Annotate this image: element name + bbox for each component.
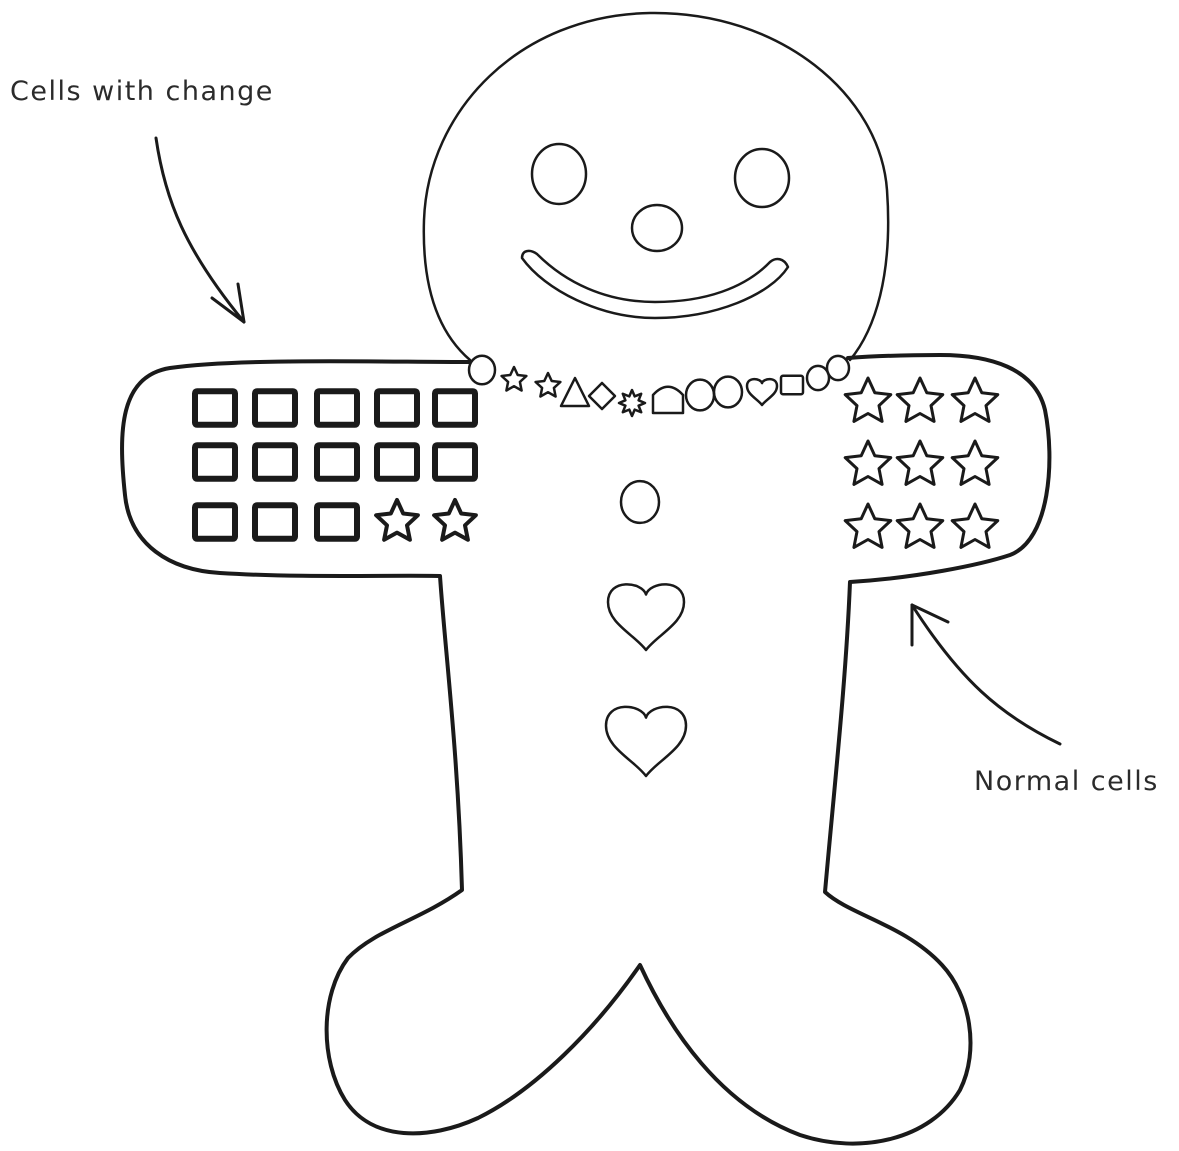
normal-cells-label: Normal cells bbox=[974, 766, 1159, 797]
normal-cell-star bbox=[845, 504, 891, 547]
body-button-circle bbox=[621, 481, 659, 523]
changed-cell-square bbox=[317, 445, 357, 479]
neck-bead-circle bbox=[807, 366, 829, 390]
neck-bead-triangle bbox=[561, 378, 589, 406]
changed-cell-square bbox=[317, 391, 357, 425]
neck-bead-circle bbox=[827, 356, 849, 380]
neck-bead-diamond bbox=[589, 383, 615, 409]
arrow-normal-cells bbox=[912, 605, 1060, 744]
normal-cell-star bbox=[897, 504, 943, 547]
normal-cell-star bbox=[845, 441, 891, 484]
body-button-heart bbox=[606, 707, 686, 776]
right-arm-cells bbox=[845, 378, 998, 547]
neck-beads bbox=[469, 356, 849, 416]
neck-bead-circle bbox=[469, 356, 495, 385]
arrow-changed-cells bbox=[156, 138, 244, 322]
changed-cell-star bbox=[376, 500, 418, 540]
gingerbread-head bbox=[424, 13, 888, 360]
normal-cell-star bbox=[952, 504, 998, 547]
normal-cell-star bbox=[897, 378, 943, 421]
changed-cell-star bbox=[434, 500, 476, 540]
neck-bead-square bbox=[781, 376, 803, 394]
smile bbox=[522, 251, 788, 318]
gingerbread-body bbox=[122, 355, 1049, 1144]
neck-bead-pentagon bbox=[653, 387, 683, 413]
neck-bead-circle bbox=[686, 380, 714, 411]
body-buttons bbox=[606, 481, 686, 776]
changed-cell-square bbox=[195, 505, 235, 539]
nose bbox=[632, 205, 682, 251]
neck-bead-star bbox=[502, 367, 527, 391]
changed-cell-square bbox=[377, 445, 417, 479]
changed-cell-square bbox=[255, 445, 295, 479]
neck-bead-burst bbox=[619, 390, 645, 416]
normal-cell-star bbox=[952, 441, 998, 484]
neck-bead-star bbox=[536, 373, 561, 397]
body-button-heart bbox=[608, 584, 684, 650]
changed-cell-square bbox=[317, 505, 357, 539]
normal-cell-star bbox=[845, 378, 891, 421]
left-arm-cells bbox=[195, 391, 476, 540]
changed-cell-square bbox=[195, 445, 235, 479]
normal-cell-star bbox=[897, 441, 943, 484]
left-eye bbox=[532, 144, 586, 204]
neck-bead-heart bbox=[747, 379, 777, 405]
changed-cell-square bbox=[255, 505, 295, 539]
changed-cell-square bbox=[255, 391, 295, 425]
right-eye bbox=[735, 149, 789, 207]
neck-bead-circle bbox=[714, 377, 742, 408]
changed-cell-square bbox=[435, 391, 475, 425]
changed-cell-square bbox=[435, 445, 475, 479]
normal-cell-star bbox=[952, 378, 998, 421]
changed-cell-square bbox=[377, 391, 417, 425]
changed-cell-square bbox=[195, 391, 235, 425]
changed-cells-label: Cells with change bbox=[10, 76, 274, 107]
